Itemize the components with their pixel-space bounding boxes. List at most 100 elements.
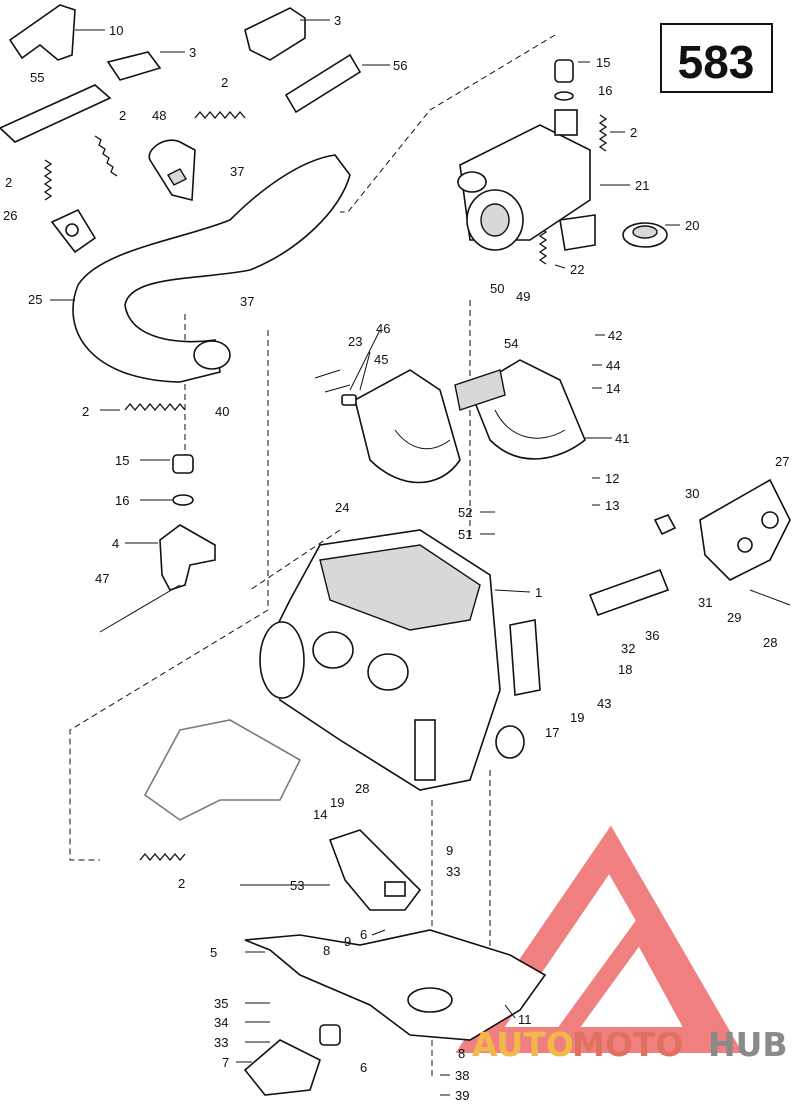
- callout-28: 28: [763, 635, 777, 650]
- callout-28: 28: [355, 781, 369, 796]
- callout-46: 46: [376, 321, 390, 336]
- callout-20: 20: [685, 218, 699, 233]
- leader-lines: [50, 19, 680, 1096]
- callout-3: 3: [189, 45, 196, 60]
- engine-1: [259, 529, 525, 791]
- callout-6: 6: [360, 1060, 367, 1075]
- callout-2: 2: [178, 876, 185, 891]
- bracket-26: [50, 208, 97, 254]
- callout-13: 13: [605, 498, 619, 513]
- callout-2: 2: [221, 75, 228, 90]
- exhaust-manifold: [143, 719, 302, 821]
- heat-shield-24: [354, 369, 461, 484]
- callout-40: 40: [215, 404, 229, 419]
- coupler-48: [148, 139, 196, 202]
- watermark-text: AUTO MOTO HUB: [472, 1025, 788, 1064]
- callout-48: 48: [152, 108, 166, 123]
- callout-27: 27: [775, 454, 789, 469]
- watermark-triangle-icon: [455, 825, 743, 1053]
- callout-51: 51: [458, 527, 472, 542]
- damper-15-left: [172, 454, 194, 506]
- callout-8: 8: [458, 1046, 465, 1061]
- callout-42: 42: [608, 328, 622, 343]
- bracket-53: [328, 829, 422, 911]
- page-number: 583: [678, 36, 755, 88]
- callout-39: 39: [455, 1088, 469, 1103]
- pad-3-small: [106, 51, 162, 81]
- pins: [314, 369, 357, 406]
- callout-54: 54: [504, 336, 518, 351]
- callout-38: 38: [455, 1068, 469, 1083]
- callout-14: 14: [313, 807, 327, 822]
- grommet-20: [622, 222, 668, 248]
- callout-2: 2: [5, 175, 12, 190]
- callout-31: 31: [698, 595, 712, 610]
- callout-2: 2: [82, 404, 89, 419]
- callout-21: 21: [635, 178, 649, 193]
- spacer-36: [588, 568, 670, 617]
- engine-plate-5: [244, 929, 547, 1041]
- callout-45: 45: [374, 352, 388, 367]
- callout-19: 19: [330, 795, 344, 810]
- callout-25: 25: [28, 292, 42, 307]
- callout-23: 23: [348, 334, 362, 349]
- callout-16: 16: [598, 83, 612, 98]
- callout-12: 12: [605, 471, 619, 486]
- callout-4: 4: [112, 536, 119, 551]
- callout-2: 2: [119, 108, 126, 123]
- callout-6: 6: [360, 927, 367, 942]
- callout-17: 17: [545, 725, 559, 740]
- callout-labels: 10 3 3 56 55 2 2 2 48 37 26 25 37 40 2 1…: [3, 13, 789, 1103]
- callout-37: 37: [230, 164, 244, 179]
- exhaust-pipe-25: [72, 154, 351, 383]
- callout-3: 3: [334, 13, 341, 28]
- callout-15: 15: [596, 55, 610, 70]
- watermark-hub: HUB: [708, 1025, 788, 1064]
- springs: [43, 110, 608, 862]
- damper-15-top: [554, 59, 574, 101]
- mount-bracket-4: [159, 524, 216, 591]
- bracket-27: [699, 478, 791, 581]
- callout-56: 56: [393, 58, 407, 73]
- watermark-moto: MOTO: [572, 1025, 683, 1064]
- callout-26: 26: [3, 208, 17, 223]
- damper-6: [319, 1024, 341, 1046]
- callout-8: 8: [323, 943, 330, 958]
- callout-44: 44: [606, 358, 620, 373]
- callout-7: 7: [222, 1055, 229, 1070]
- shield-55: [0, 84, 112, 143]
- callout-24: 24: [335, 500, 349, 515]
- callout-47: 47: [95, 571, 109, 586]
- callout-35: 35: [214, 996, 228, 1011]
- plate-54: [454, 369, 506, 411]
- callout-18: 18: [618, 662, 632, 677]
- callout-11: 11: [518, 1012, 532, 1027]
- callout-9: 9: [446, 843, 453, 858]
- callout-36: 36: [645, 628, 659, 643]
- callout-15: 15: [115, 453, 129, 468]
- callout-37: 37: [240, 294, 254, 309]
- callout-22: 22: [570, 262, 584, 277]
- heat-shield-10: [8, 4, 76, 61]
- callout-33: 33: [446, 864, 460, 879]
- callout-50: 50: [490, 281, 504, 296]
- callout-10: 10: [109, 23, 123, 38]
- callout-9: 9: [344, 934, 351, 949]
- callout-1: 1: [535, 585, 542, 600]
- callout-32: 32: [621, 641, 635, 656]
- callout-5: 5: [210, 945, 217, 960]
- shield-56: [284, 53, 362, 114]
- bracket-7: [243, 1039, 321, 1096]
- callout-2: 2: [630, 125, 637, 140]
- callout-29: 29: [727, 610, 741, 625]
- nut-30: [653, 514, 677, 536]
- callout-53: 53: [290, 878, 304, 893]
- callout-43: 43: [597, 696, 611, 711]
- rivet-47: [99, 584, 181, 633]
- heat-shield-3: [244, 7, 306, 61]
- callout-34: 34: [214, 1015, 228, 1030]
- callout-52: 52: [458, 505, 472, 520]
- callout-41: 41: [615, 431, 629, 446]
- bolt-28-right: [749, 589, 791, 606]
